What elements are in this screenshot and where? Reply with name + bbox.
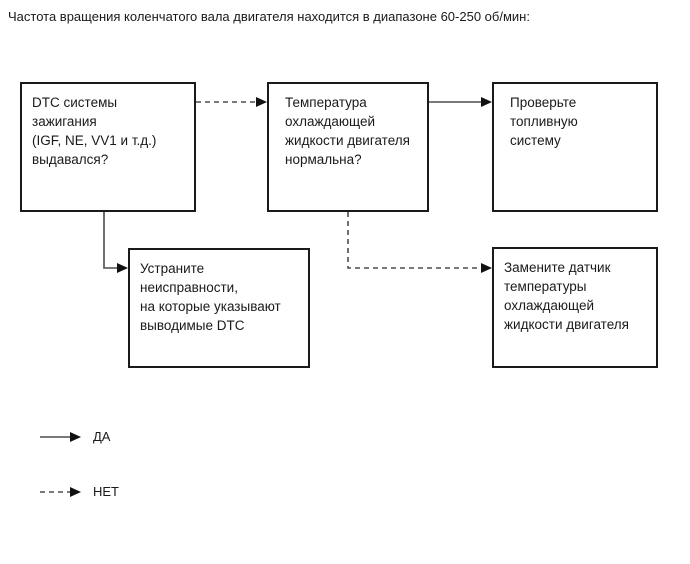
- connector-yes-dtc-to-fix: [103, 212, 128, 273]
- legend-yes-label: ДА: [93, 429, 111, 444]
- legend-yes-arrow-icon: [40, 432, 81, 442]
- flow-box-dtc-ignition-question: DTC системы зажигания (IGF, NE, VV1 и т.…: [20, 82, 196, 212]
- flow-box-replace-coolant-sensor: Замените датчик температуры охлаждающей …: [492, 247, 658, 368]
- legend-no-label: НЕТ: [93, 484, 119, 499]
- connector-yes-coolant-to-fuel: [429, 97, 492, 107]
- legend-no-arrow-icon: [40, 487, 81, 497]
- arrowhead-right-icon: [256, 97, 267, 107]
- arrowhead-right-icon: [481, 263, 492, 273]
- flow-box-check-fuel-system: Проверьте топливную систему: [492, 82, 658, 212]
- flow-box-fix-dtc-faults: Устраните неисправности, на которые указ…: [128, 248, 310, 368]
- flow-box-coolant-temp-question: Температура охлаждающей жидкости двигате…: [267, 82, 429, 212]
- connector-no-dtc-to-coolant: [196, 97, 267, 107]
- page-title: Частота вращения коленчатого вала двигат…: [8, 9, 530, 24]
- arrowhead-right-icon: [481, 97, 492, 107]
- arrowhead-right-icon: [117, 263, 128, 273]
- connector-no-coolant-to-replace: [347, 212, 492, 273]
